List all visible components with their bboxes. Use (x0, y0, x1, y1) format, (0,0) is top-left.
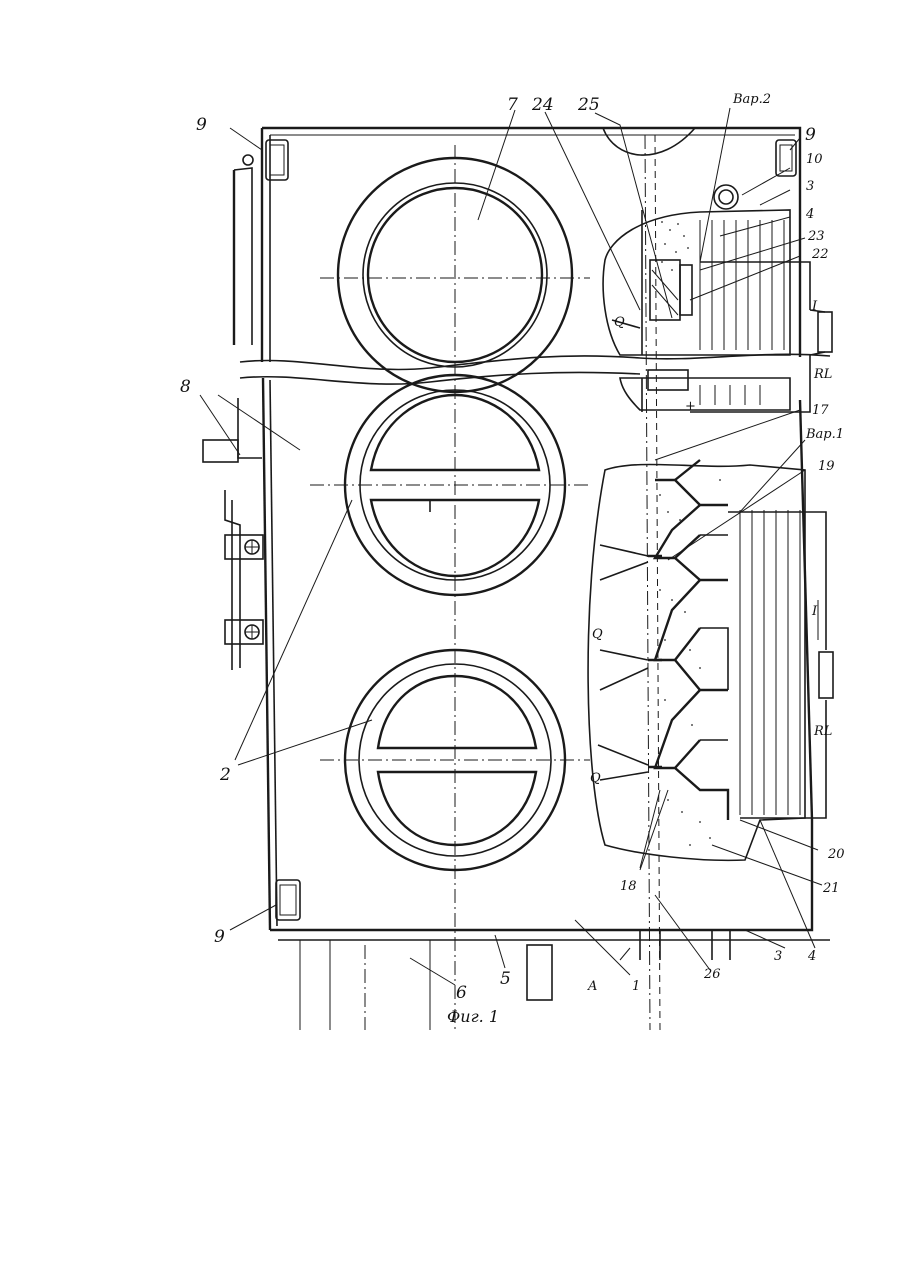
label-2: 2 (219, 765, 231, 785)
label-Q-top: Q (614, 315, 625, 330)
label-RL-top: RL (813, 367, 832, 382)
label-22: 22 (811, 247, 829, 262)
label-RL-bottom: RL (813, 724, 832, 739)
label-4-top: 4 (805, 207, 814, 222)
label-I-bottom: I (811, 604, 818, 619)
label-1: 1 (632, 979, 640, 994)
label-25: 25 (577, 95, 600, 115)
label-var1: Вар.1 (805, 427, 844, 442)
figure-caption: Фиг. 1 (447, 1007, 499, 1026)
label-5: 5 (500, 969, 511, 989)
label-19: 19 (818, 459, 835, 474)
electrolyte-bottom (740, 510, 800, 815)
label-6: 6 (456, 983, 467, 1003)
label-3-top: 3 (806, 179, 814, 194)
label-Q-2: Q (590, 771, 601, 786)
base-support (278, 930, 830, 1030)
label-4-bottom: 4 (807, 949, 816, 964)
label-8: 8 (180, 377, 191, 397)
label-9-bottom: 9 (214, 927, 225, 947)
porous-layer-top (661, 221, 689, 271)
label-21: 21 (822, 881, 840, 896)
label-9-top-left: 9 (196, 115, 207, 135)
label-3-bottom: 3 (774, 949, 782, 964)
label-26: 26 (703, 967, 721, 982)
label-20: 20 (827, 847, 845, 862)
label-23: 23 (807, 229, 825, 244)
label-18: 18 (620, 879, 637, 894)
label-Q-1: Q (592, 627, 603, 642)
label-var2: Вар.2 (732, 92, 771, 107)
label-10: 10 (806, 152, 823, 167)
label-9-top-right: 9 (805, 125, 816, 145)
label-24: 24 (531, 95, 554, 115)
housing-outline (240, 128, 830, 930)
label-7: 7 (507, 95, 518, 115)
label-plus: + (685, 399, 696, 414)
label-17: 17 (812, 403, 829, 418)
label-A: A (587, 979, 597, 994)
lower-cutaway (588, 320, 833, 860)
label-I-top: I (811, 299, 818, 314)
